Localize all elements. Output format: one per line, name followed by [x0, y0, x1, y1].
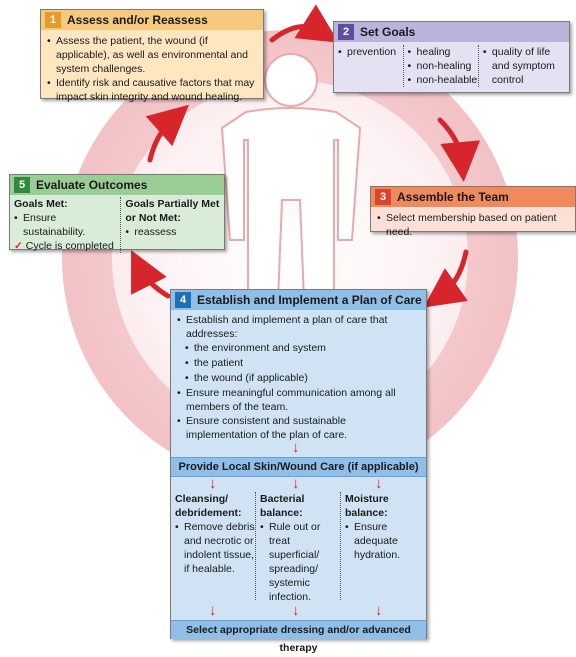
- step-3-header: 3 Assemble the Team: [371, 187, 575, 207]
- list-item: Identify risk and causative factors that…: [47, 76, 257, 104]
- list-item: Rule out or treat superficial/ spreading…: [260, 520, 340, 604]
- step-5-evaluate-box: 5 Evaluate Outcomes Goals Met: Ensure su…: [9, 174, 225, 253]
- list-item: non-healing: [408, 59, 478, 73]
- down-arrow-icon: ↓: [375, 602, 383, 619]
- list-item: Remove debris and necrotic or indolent t…: [175, 520, 255, 576]
- local-care-bar: Provide Local Skin/Wound Care (if applic…: [171, 457, 426, 477]
- arrow-3-to-4: [423, 249, 469, 308]
- arrow-2-to-3: [437, 117, 481, 182]
- list-item: Ensure adequate hydration.: [345, 520, 423, 562]
- human-figure-icon: [220, 53, 362, 301]
- goals-met-title: Goals Met:: [14, 198, 68, 210]
- step-title: Assess and/or Reassess: [67, 13, 208, 27]
- arrow-1-to-2: [269, 4, 339, 43]
- step-4-plan-of-care-box: 4 Establish and Implement a Plan of Care…: [170, 289, 427, 654]
- arrow-5-to-1: [145, 104, 189, 163]
- list-item: Establish and implement a plan of care t…: [177, 313, 420, 341]
- list-item: Ensure sustainability.: [14, 211, 120, 239]
- list-item: Assess the patient, the wound (if applic…: [47, 34, 257, 76]
- local-care-label: Provide Local Skin/Wound Care (if applic…: [178, 461, 419, 473]
- down-arrow-icon: ↓: [292, 439, 300, 456]
- list-item: healing: [408, 45, 478, 59]
- care-column-cleansing: Cleansing/ debridement: Remove debris an…: [175, 492, 255, 600]
- checkmark-icon: ✓: [14, 240, 23, 252]
- step-title: Establish and Implement a Plan of Care: [197, 293, 422, 307]
- step-5-header: 5 Evaluate Outcomes: [10, 175, 224, 195]
- step-title: Set Goals: [360, 25, 416, 39]
- down-arrow-icon: ↓: [292, 602, 300, 619]
- step-title: Evaluate Outcomes: [36, 178, 148, 192]
- step-4-header: 4 Establish and Implement a Plan of Care: [171, 290, 426, 310]
- cycle-arrows: [131, 4, 481, 308]
- step-title: Assemble the Team: [397, 190, 509, 204]
- down-arrow-icon: ↓: [375, 475, 383, 492]
- care-column-title: Cleansing/ debridement:: [175, 493, 242, 519]
- dressing-therapy-bar: Select appropriate dressing and/or advan…: [171, 620, 426, 654]
- step-2-header: 2 Set Goals: [334, 22, 569, 42]
- step-number: 5: [14, 177, 30, 193]
- step-1-header: 1 Assess and/or Reassess: [41, 10, 263, 30]
- list-item: Select membership based on patient need.: [377, 211, 571, 239]
- care-column-title: Bacterial balance:: [260, 493, 305, 519]
- list-item: reassess: [125, 225, 220, 239]
- step-3-assemble-team-box: 3 Assemble the Team Select membership ba…: [370, 186, 576, 238]
- list-sub-item: the patient: [185, 356, 420, 371]
- care-column-title: Moisture balance:: [345, 493, 389, 519]
- step-1-assess-box: 1 Assess and/or Reassess Assess the pati…: [40, 9, 264, 103]
- list-item: Ensure consistent and sustainable implem…: [177, 414, 420, 442]
- arrow-4-to-5: [131, 250, 171, 299]
- cycle-completed: ✓ Cycle is completed: [14, 239, 120, 253]
- step-number: 2: [338, 24, 354, 40]
- care-column-bacterial: Bacterial balance: Rule out or treat sup…: [255, 492, 340, 603]
- step-number: 3: [375, 189, 391, 205]
- list-item: non-healable: [408, 73, 478, 87]
- down-arrow-icon: ↓: [292, 475, 300, 492]
- care-column-moisture: Moisture balance: Ensure adequate hydrat…: [340, 492, 423, 600]
- list-item: quality of life and symptom control: [483, 45, 565, 87]
- list-sub-item: the environment and system: [185, 341, 420, 356]
- cycle-completed-text: Cycle is completed: [25, 240, 114, 252]
- step-number: 1: [45, 12, 61, 28]
- down-arrow-icon: ↓: [209, 475, 217, 492]
- list-item: prevention: [338, 45, 403, 59]
- step-number: 4: [175, 292, 191, 308]
- list-sub-item: the wound (if applicable): [185, 371, 420, 386]
- list-item: Ensure meaningful communication among al…: [177, 386, 420, 414]
- goals-partial-title: Goals Partially Met or Not Met:: [125, 198, 220, 224]
- down-arrow-icon: ↓: [209, 602, 217, 619]
- step-2-set-goals-box: 2 Set Goals prevention healing non-heali…: [333, 21, 570, 93]
